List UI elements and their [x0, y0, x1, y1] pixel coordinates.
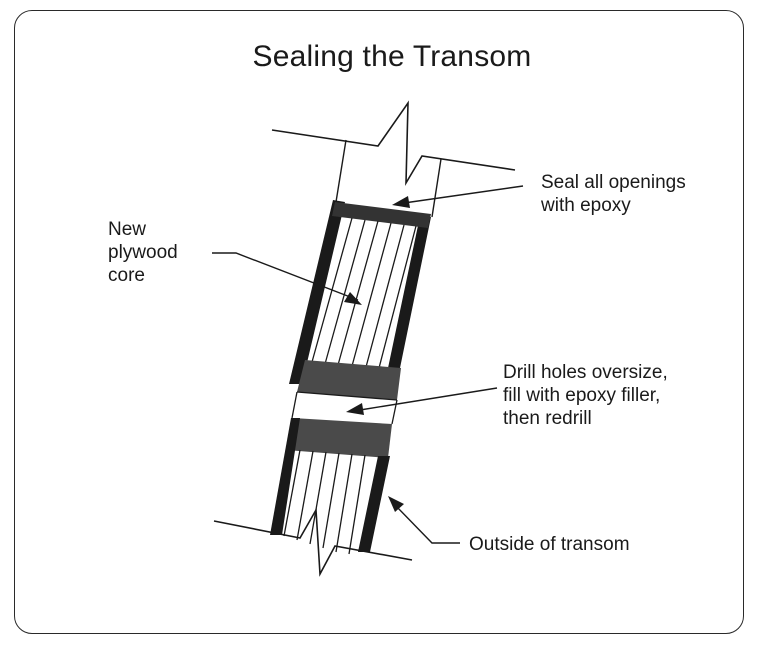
top-right-edge [431, 158, 442, 218]
drill-label: Drill holes oversize, fill with epoxy fi… [503, 362, 668, 429]
core-leader-line [212, 252, 359, 301]
diagram-frame [14, 10, 744, 634]
upper-left-skin [289, 200, 345, 384]
top-break-line [271, 100, 516, 187]
upper-plywood-grain [311, 217, 417, 369]
top-left-edge [335, 139, 347, 203]
outside-label: Outside of transom [469, 534, 630, 555]
bottom-break-line [213, 507, 413, 577]
outside-leader-line [395, 505, 460, 544]
lower-epoxy-filler [286, 418, 392, 458]
outside-leader-arrowhead [388, 496, 404, 512]
upper-epoxy-filler [297, 360, 401, 400]
core-leader-arrowhead [344, 292, 362, 305]
top-epoxy-seal [332, 202, 431, 228]
diagram-title: Sealing the Transom [252, 40, 532, 73]
core-label: New plywood core [108, 219, 178, 286]
lower-left-skin [270, 418, 300, 535]
lower-plywood-grain [283, 449, 366, 555]
drill-leader-line [359, 387, 498, 411]
seal-leader-arrowhead [392, 196, 410, 208]
drill-leader-arrowhead [346, 403, 364, 415]
hole-top-edge [296, 391, 398, 401]
lower-right-skin [358, 456, 390, 552]
hole-left-edge [291, 391, 298, 419]
upper-right-skin [388, 216, 431, 368]
seal-label: Seal all openings with epoxy [541, 172, 686, 216]
seal-leader-line [403, 185, 524, 204]
